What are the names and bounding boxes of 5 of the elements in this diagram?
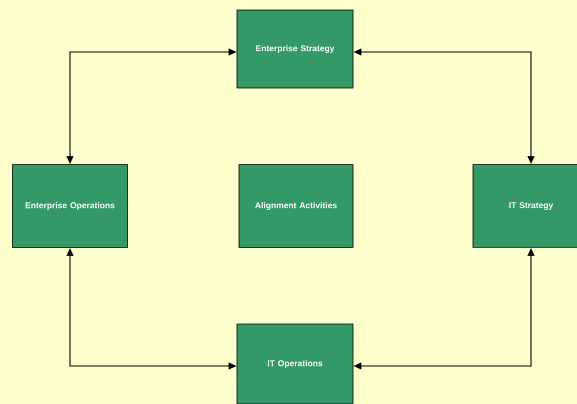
- process-box: Enterprise Operations: [12, 164, 128, 248]
- process-box: IT Operations: [236, 324, 354, 404]
- process-box: Alignment Activities: [238, 164, 354, 248]
- process-box: Enterprise Strategy: [236, 10, 354, 88]
- process-box: IT Strategy: [472, 164, 577, 248]
